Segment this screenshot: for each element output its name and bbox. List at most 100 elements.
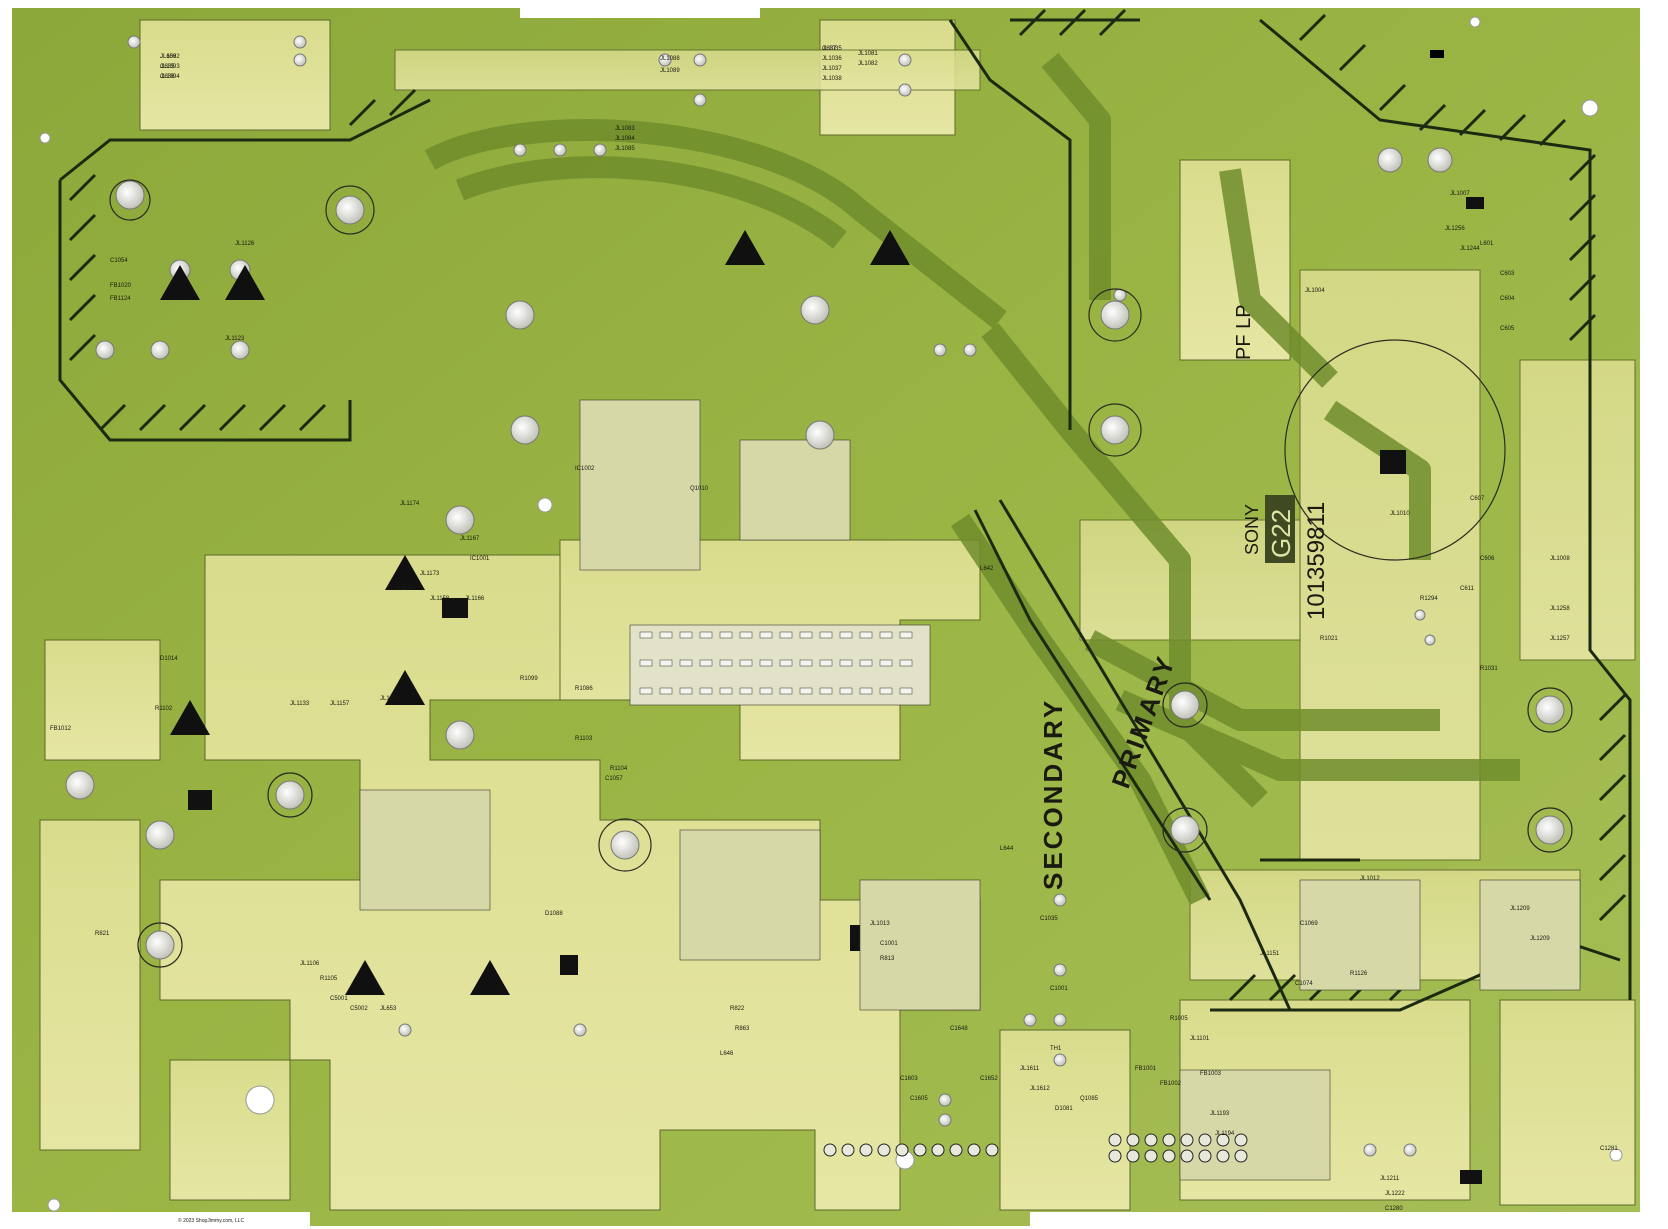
- reference-designator: JL1151: [1260, 951, 1280, 957]
- reference-designator: L646: [720, 1051, 734, 1057]
- reference-designator: JL653: [380, 1006, 397, 1012]
- brand-label: SONY: [1242, 504, 1262, 555]
- reference-designator: R1099: [520, 676, 538, 682]
- reference-designator: R1294: [1420, 596, 1438, 602]
- reference-designator: JL1089: [660, 68, 680, 74]
- resistor-rows: [639, 631, 913, 695]
- reference-designator: C1280: [1385, 1206, 1403, 1212]
- reference-designator: R1104: [610, 766, 628, 772]
- reference-designator: JL1256: [1445, 226, 1465, 232]
- reference-designator: JL1209: [1510, 906, 1530, 912]
- reference-designator: JL1157: [330, 701, 350, 707]
- reference-designator: R821: [95, 931, 110, 937]
- reference-designator: FB1003: [1200, 1071, 1222, 1077]
- reference-designator: R1021: [1320, 636, 1338, 642]
- reference-designator: C1648: [950, 1026, 968, 1032]
- reference-designator: C637: [822, 46, 837, 52]
- board-code-label: G22: [1266, 509, 1296, 558]
- reference-designator: C1074: [1295, 981, 1313, 987]
- reference-designator: JL1010: [1390, 511, 1410, 517]
- reference-designator: L642: [980, 566, 994, 572]
- reference-designator: JL1038: [822, 76, 842, 82]
- reference-designator: JL1258: [1550, 606, 1570, 612]
- reference-designator: C1057: [605, 776, 623, 782]
- reference-designator: D1014: [160, 656, 178, 662]
- reference-designator: C1605: [910, 1096, 928, 1102]
- transistor-footprints: [160, 230, 910, 995]
- reference-designator: C611: [1460, 586, 1475, 592]
- reference-designator: C636: [160, 74, 175, 80]
- hatch-marks: [68, 8, 1627, 1002]
- reference-designator: C1054: [110, 258, 128, 264]
- reference-designator: C605: [1500, 326, 1515, 332]
- reference-designator: C1001: [880, 941, 898, 947]
- reference-designator: IC1002: [575, 466, 595, 472]
- reference-designator: JL1094: [160, 74, 180, 80]
- reference-designator: FB1124: [110, 296, 131, 302]
- reference-designator: JL1193: [1210, 1111, 1230, 1117]
- reference-designator: R822: [730, 1006, 745, 1012]
- marking-label: PF LP: [1233, 304, 1255, 360]
- reference-designator: JL1085: [615, 146, 635, 152]
- reference-designator: JL1101: [1190, 1036, 1210, 1042]
- reference-designator: IC1001: [470, 556, 490, 562]
- reference-designator: C604: [1500, 296, 1515, 302]
- reference-designator: JL1244: [1460, 246, 1480, 252]
- part-number-label: 101359811: [1303, 502, 1330, 620]
- reference-designator: C5002: [350, 1006, 368, 1012]
- reference-designator: JL1012: [1360, 876, 1380, 882]
- reference-designator: JL1167: [460, 536, 480, 542]
- reference-designator: JL1222: [1385, 1191, 1405, 1197]
- reference-designator: C1281: [1600, 1146, 1618, 1152]
- reference-designator: FB1012: [50, 726, 72, 732]
- reference-designator: C635: [160, 64, 175, 70]
- mounting-holes: [39, 16, 1623, 1212]
- reference-designator: L644: [1000, 846, 1014, 852]
- reference-designator: C607: [1470, 496, 1485, 502]
- reference-designator: C1652: [980, 1076, 998, 1082]
- reference-designator: JL1211: [1380, 1176, 1400, 1182]
- reference-designator: JL1084: [615, 136, 635, 142]
- reference-designator: JL1037: [822, 66, 842, 72]
- reference-designator: R1005: [1170, 1016, 1188, 1022]
- reference-designator: D1081: [1055, 1106, 1073, 1112]
- reference-designator: R1086: [575, 686, 593, 692]
- reference-designator: JL1611: [1020, 1066, 1040, 1072]
- reference-designator: R1103: [575, 736, 593, 742]
- reference-designator: JL1036: [822, 56, 842, 62]
- reference-designator: JL1209: [1530, 936, 1550, 942]
- reference-designator: R1031: [1480, 666, 1498, 672]
- reference-designator: C1035: [1040, 916, 1058, 922]
- reference-designator: JL1106: [300, 961, 320, 967]
- reference-designator: JL1257: [1550, 636, 1570, 642]
- reference-designator: JL1035: [822, 46, 842, 52]
- reference-designator: JL656: [160, 54, 177, 60]
- reference-designator: JL1004: [1305, 288, 1325, 294]
- copyright-label: © 2023 ShopJimmy.com, LLC: [178, 1217, 245, 1224]
- reference-designator: JL1133: [290, 701, 310, 707]
- reference-designator: R1105: [320, 976, 338, 982]
- reference-designator: R813: [880, 956, 895, 962]
- reference-designator: JL1158: [430, 596, 450, 602]
- reference-designator: JL1008: [1550, 556, 1570, 562]
- reference-designator: C1001: [1050, 986, 1068, 992]
- reference-designator: JL1081: [858, 51, 878, 57]
- reference-designator: R863: [735, 1026, 750, 1032]
- reference-designator: C606: [1480, 556, 1495, 562]
- header-pads: [823, 1133, 1248, 1163]
- reference-designator: JL1194: [1215, 1131, 1235, 1137]
- reference-designator: R1126: [1350, 971, 1368, 977]
- reference-designator: TH1: [1050, 1046, 1062, 1052]
- silkscreen-labels: JL1092JL1093JL1094JL1035JL1036JL1037JL10…: [50, 46, 1618, 1212]
- reference-designator: JL1093: [160, 64, 180, 70]
- reference-designator: JL1126: [235, 241, 255, 247]
- reference-designator: JL1082: [858, 61, 878, 67]
- reference-designator: JL1174: [400, 501, 420, 507]
- reference-designator: R1102: [155, 706, 173, 712]
- reference-designator: FB1001: [1135, 1066, 1157, 1072]
- reference-designator: JL1092: [160, 54, 180, 60]
- reference-designator: JL1013: [870, 921, 890, 927]
- reference-designator: JL1173: [420, 571, 440, 577]
- reference-designator: JL1007: [1450, 191, 1470, 197]
